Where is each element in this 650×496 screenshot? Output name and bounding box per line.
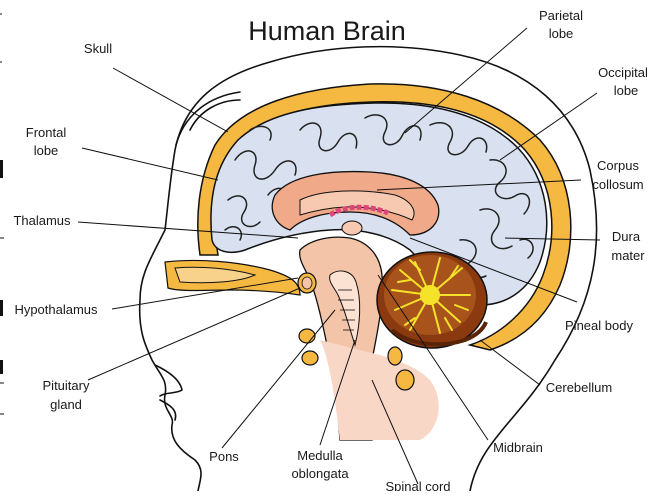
label-cerebellum: Cerebellum: [546, 380, 612, 395]
label-frontal-1: Frontal: [26, 125, 67, 140]
diagram-title: Human Brain: [248, 16, 406, 46]
margin-marks: [0, 14, 4, 414]
cerebellum: [377, 252, 487, 348]
label-pituitary-2: gland: [50, 397, 82, 412]
label-skull: Skull: [84, 41, 112, 56]
label-medulla-1: Medulla: [297, 448, 343, 463]
label-midbrain: Midbrain: [493, 440, 543, 455]
label-occipital-2: lobe: [614, 83, 639, 98]
label-dura-1: Dura: [612, 229, 641, 244]
label-hypothalamus: Hypothalamus: [14, 302, 98, 317]
label-parietal-1: Parietal: [539, 8, 583, 23]
label-thalamus: Thalamus: [13, 213, 71, 228]
label-corpus-1: Corpus: [597, 158, 639, 173]
label-medulla-2: oblongata: [291, 466, 349, 481]
label-corpus-2: collosum: [592, 177, 643, 192]
label-pineal-body: Pineal body: [565, 318, 633, 333]
label-dura-2: mater: [611, 248, 645, 263]
label-frontal-2: lobe: [34, 143, 59, 158]
label-pons: Pons: [209, 449, 239, 464]
label-spinal-cord: Spinal cord: [385, 479, 450, 491]
label-pituitary-1: Pituitary: [43, 378, 90, 393]
label-parietal-2: lobe: [549, 26, 574, 41]
label-occipital-1: Occipital: [598, 65, 648, 80]
